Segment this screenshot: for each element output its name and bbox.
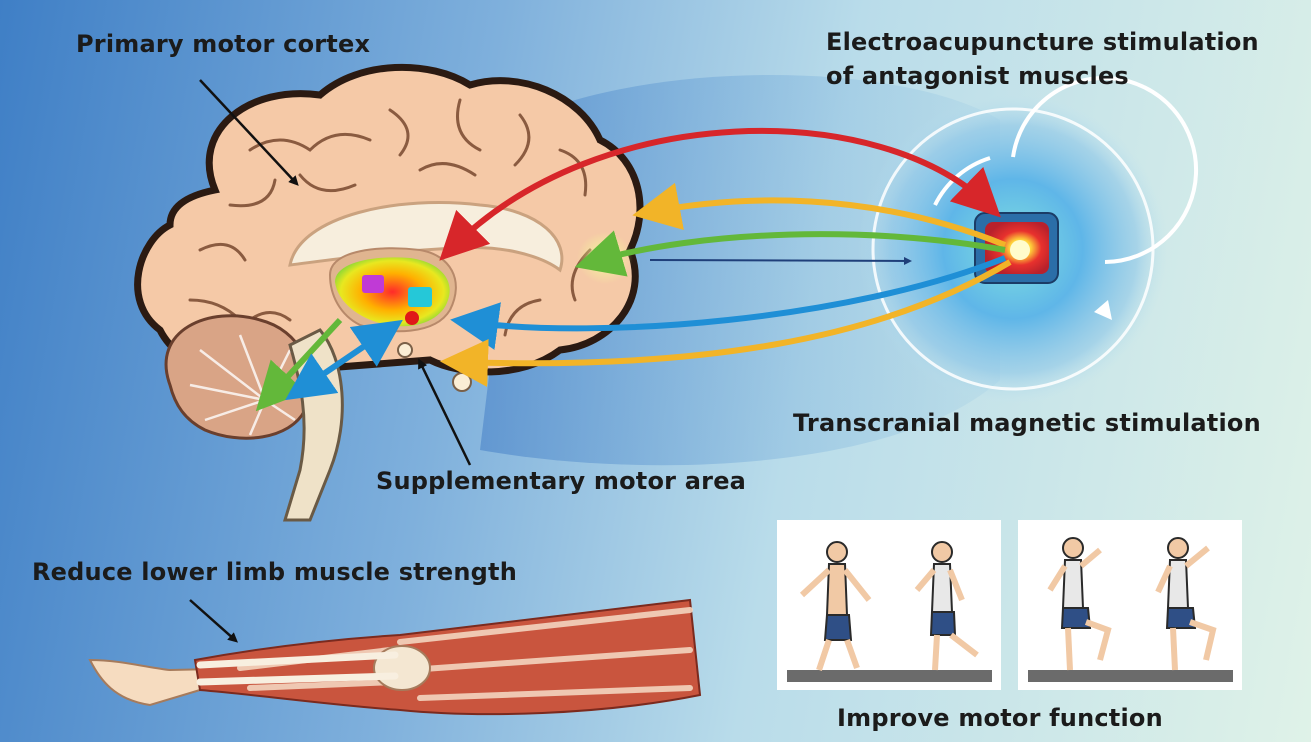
pineal (398, 343, 412, 357)
sma-hotspot-magenta (362, 275, 384, 293)
label-electroacupuncture-line1: Electroacupuncture stimulation (826, 28, 1259, 56)
exercise-panel-knee-raise (1018, 520, 1242, 690)
sma-hotspot-red (405, 311, 419, 325)
exercise-panel-walking (777, 520, 1001, 690)
knee-raise-figure-icon (1018, 520, 1242, 690)
thin-navy-arrow (650, 260, 910, 261)
label-improve-motor-function: Improve motor function (837, 704, 1163, 732)
label-supplementary-motor-area: Supplementary motor area (376, 467, 746, 495)
sma-hotspot-cyan (408, 287, 432, 307)
label-primary-motor-cortex: Primary motor cortex (76, 30, 370, 58)
label-reduce-muscle-strength: Reduce lower limb muscle strength (32, 558, 517, 586)
label-transcranial-magnetic-stimulation: Transcranial magnetic stimulation (793, 409, 1261, 437)
pituitary (453, 373, 471, 391)
leg-muscle-illustration (90, 600, 700, 714)
pointer-leg (190, 600, 235, 640)
label-electroacupuncture-line2: of antagonist muscles (826, 62, 1129, 90)
walking-figure-icon (777, 520, 1001, 690)
